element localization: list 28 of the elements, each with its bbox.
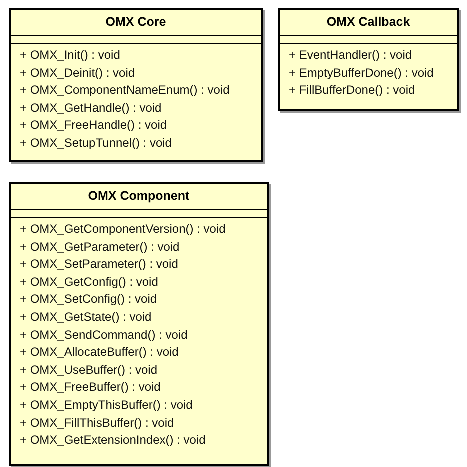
method-text: + OMX_EmptyThisBuffer() : void (20, 396, 194, 414)
method-text: + OMX_Deinit() : void (20, 64, 136, 82)
method-text: + FillBufferDone() : void (289, 82, 416, 100)
method-text: + OMX_GetConfig() : void (20, 274, 160, 291)
method-text: + OMX_SetConfig() : void (20, 291, 158, 308)
method-text: + OMX_FreeBuffer() : void (20, 379, 162, 396)
class-name: OMX Component (11, 184, 267, 210)
method-text: + OMX_GetHandle() : void (20, 100, 163, 117)
method-text: + OMX_GetComponentVersion() : void (20, 221, 227, 238)
method-text: + OMX_FreeHandle() : void (20, 117, 168, 134)
class-box (9, 8, 263, 162)
method-text: + EmptyBufferDone() : void (289, 64, 435, 82)
method-text: + OMX_GetParameter() : void (20, 238, 181, 256)
class-name: OMX Core (11, 10, 261, 36)
method-text: + OMX_FillThisBuffer() : void (20, 414, 176, 432)
method-text: + OMX_SendCommand() : void (20, 326, 189, 344)
method-text: + OMX_ComponentNameEnum() : void (20, 82, 231, 100)
class-box (278, 8, 459, 111)
method-text: + OMX_AllocateBuffer() : void (20, 344, 180, 362)
method-text: + OMX_SetupTunnel() : void (20, 134, 173, 152)
method-text: + OMX_SetParameter() : void (20, 256, 180, 274)
method-text: + OMX_GetExtensionIndex() : void (20, 432, 207, 450)
method-text: + OMX_UseBuffer() : void (20, 362, 158, 379)
method-text: + OMX_GetState() : void (20, 308, 153, 326)
class-name: OMX Callback (280, 10, 457, 36)
method-text: + OMX_Init() : void (20, 47, 122, 64)
class-box (9, 182, 269, 466)
method-text: + EventHandler() : void (289, 47, 414, 64)
